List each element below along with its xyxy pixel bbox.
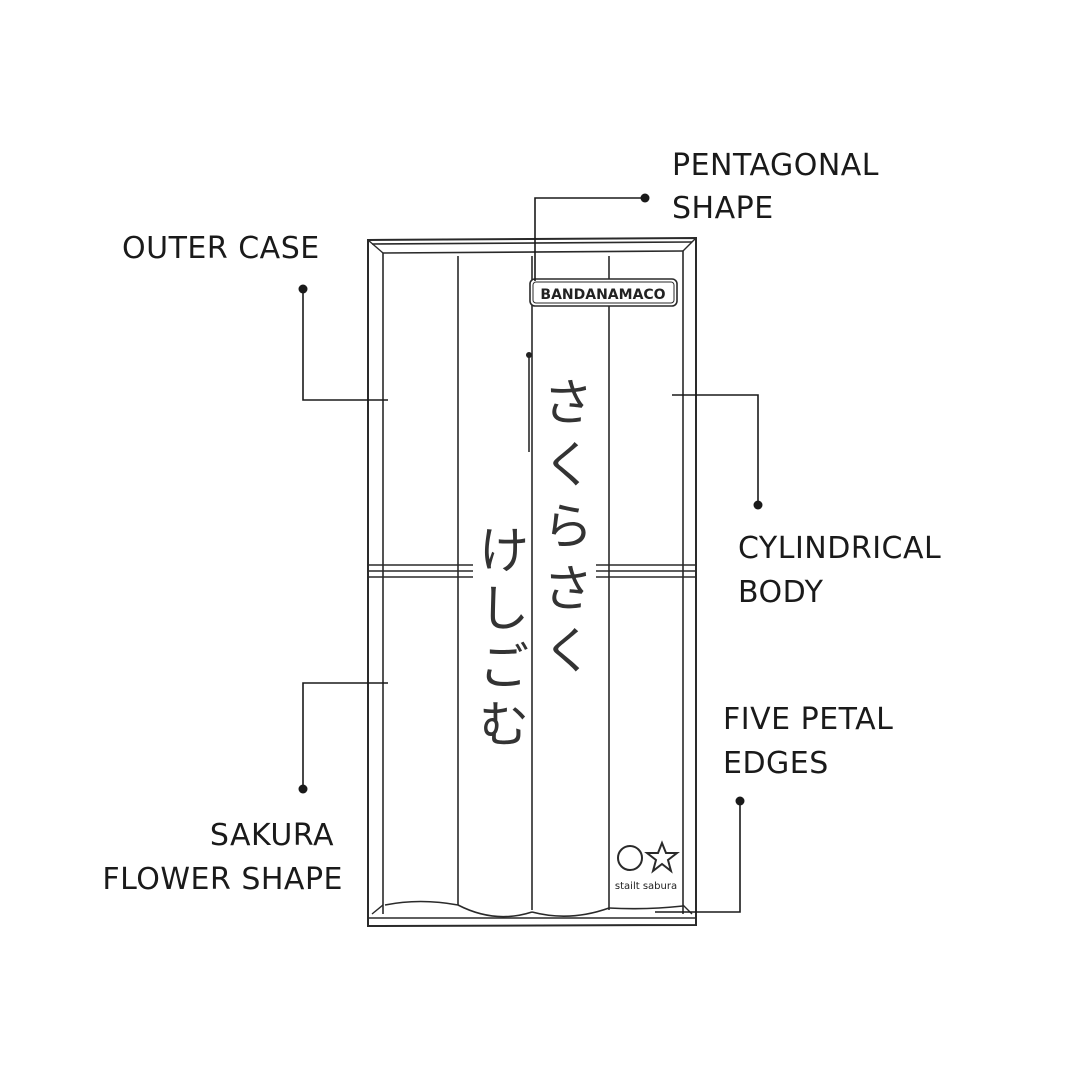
leader-cylindrical — [672, 394, 759, 505]
vt-left-char: し — [479, 580, 529, 638]
vt-left-char: け — [479, 522, 529, 580]
leader-outer-case — [302, 289, 388, 401]
callout-pentagonal-line1: PENTAGONAL — [672, 148, 879, 183]
leader-sakura — [302, 682, 388, 789]
outer-case — [367, 236, 697, 928]
logo-caption: stailt sabura — [615, 881, 677, 892]
callout-five-petal-line1: FIVE PETAL — [723, 702, 893, 737]
brand-label: BANDANAMACO — [529, 278, 678, 307]
leader-lines — [302, 197, 759, 913]
cylindrical-bodies — [384, 256, 684, 918]
callout-five-petal: FIVE PETAL EDGES — [723, 702, 893, 781]
text-guide-dot — [526, 352, 532, 358]
vt-left-char: ご — [479, 638, 529, 696]
callout-cylindrical-line1: CYLINDRICAL — [738, 531, 941, 566]
callout-pentagonal-line2: SHAPE — [672, 191, 774, 226]
circle-logo-icon — [617, 845, 643, 871]
callout-pentagonal: PENTAGONAL SHAPE — [672, 148, 879, 226]
callout-outer-case-line1: OUTER CASE — [122, 231, 320, 266]
leader-dots — [298, 193, 763, 806]
callout-cylindrical: CYLINDRICAL BODY — [738, 531, 941, 610]
band-lines — [369, 564, 697, 578]
star-logo-icon — [644, 840, 680, 874]
vt-right-char: く — [543, 436, 593, 494]
vt-right-char: く — [543, 622, 593, 680]
callout-outer-case: OUTER CASE — [122, 231, 320, 266]
brand-label-text: BANDANAMACO — [540, 287, 665, 303]
leader-five-petal — [655, 801, 741, 913]
callout-cylindrical-line2: BODY — [738, 575, 824, 610]
leader-pentagonal — [534, 197, 645, 281]
callout-sakura: SAKURA FLOWER SHAPE — [102, 818, 343, 897]
callout-sakura-line1: SAKURA — [210, 818, 334, 853]
vt-right-char: ら — [543, 498, 593, 556]
callout-sakura-line2: FLOWER SHAPE — [102, 862, 343, 897]
vt-left-char: む — [479, 696, 529, 754]
brand-logo: stailt sabura — [615, 840, 680, 892]
vt-right-char: さ — [543, 374, 593, 432]
vt-right-char: さ — [543, 560, 593, 618]
callout-five-petal-line2: EDGES — [723, 746, 829, 781]
